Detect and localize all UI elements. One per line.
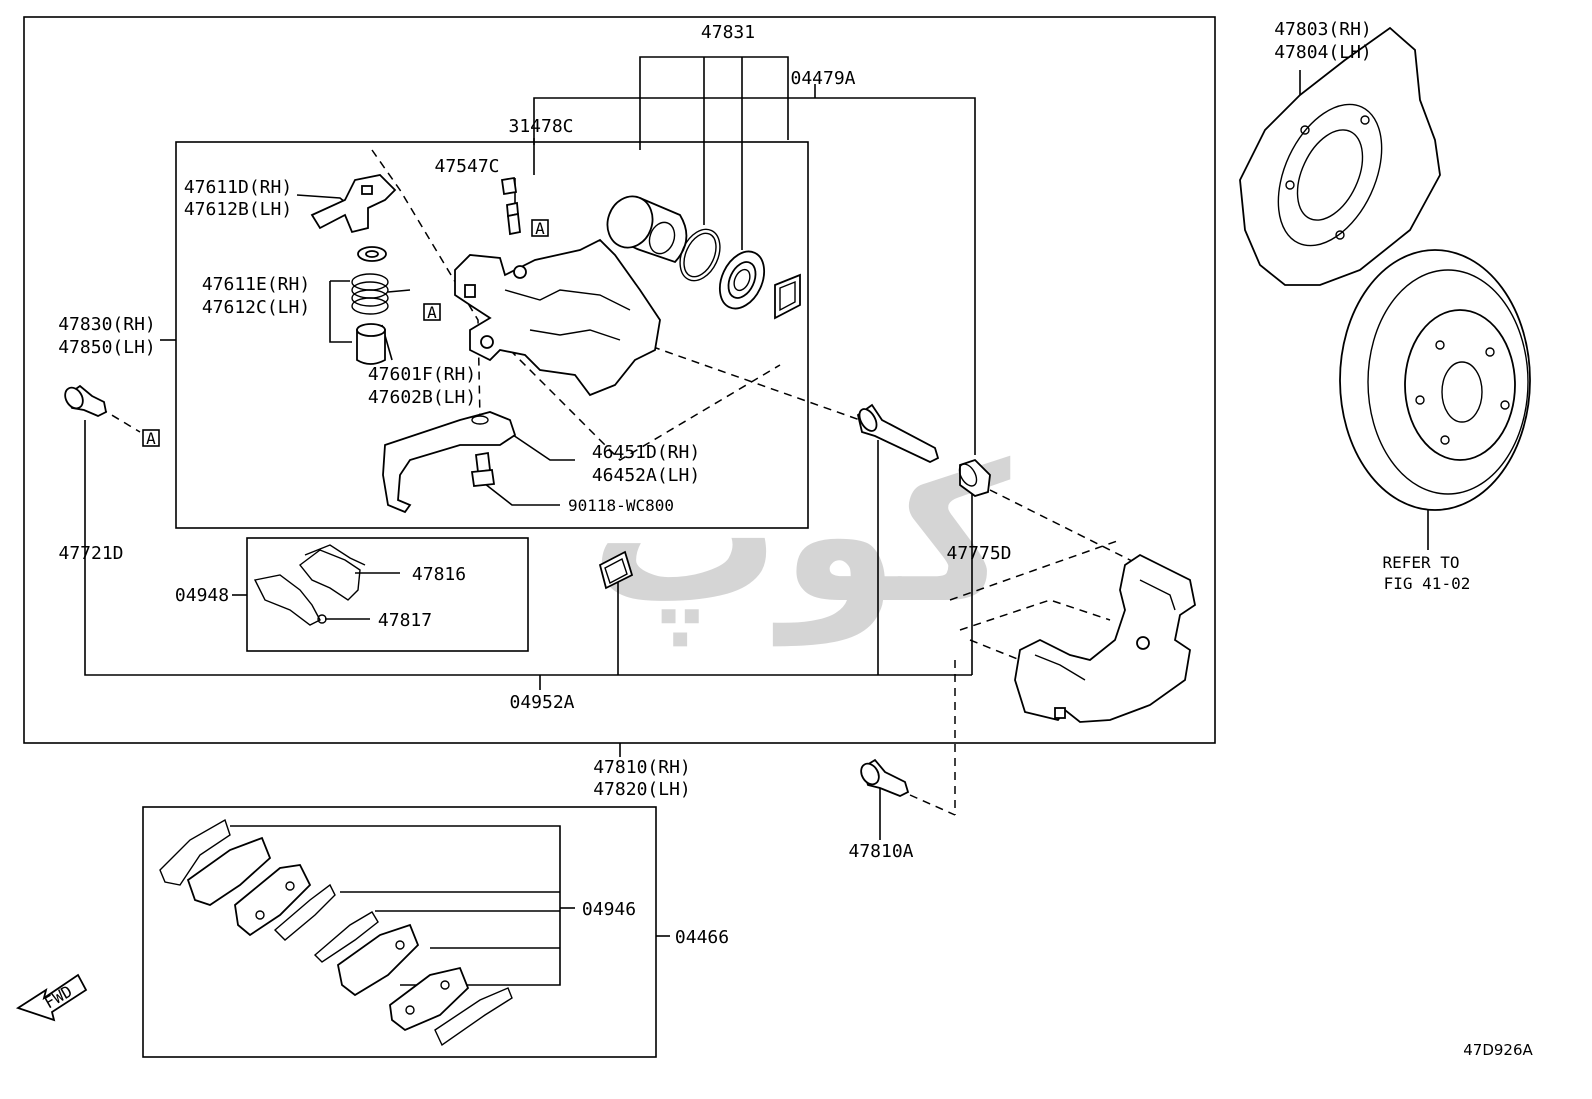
label-47803: 47803(RH) [1274, 19, 1372, 40]
label-47721d: 47721D [58, 543, 123, 564]
piston-seal-part [679, 228, 721, 282]
label-47810a: 47810A [848, 841, 913, 862]
shim-part [598, 550, 634, 590]
pad-clip-bracket-part [382, 411, 517, 514]
brake-pad-1-part [186, 836, 272, 906]
ref-marker-a-2: A [423, 303, 441, 322]
label-fig-41-02: FIG 41-02 [1384, 574, 1471, 593]
label-47612c: 47612C(LH) [202, 297, 310, 318]
label-47612b: 47612B(LH) [184, 199, 292, 220]
label-90118-wc800: 90118-WC800 [568, 496, 674, 515]
figure-code: 47D926A [1463, 1041, 1533, 1059]
spring-part [351, 273, 411, 315]
ref-marker-a-3: A [142, 429, 160, 448]
label-47820: 47820(LH) [593, 779, 691, 800]
dust-shield-part [1239, 26, 1441, 286]
pin-boot-part [958, 458, 991, 497]
caliper-body-part [454, 238, 661, 397]
guide-pin-part [856, 403, 940, 464]
label-04946: 04946 [582, 899, 636, 920]
label-47816: 47816 [412, 564, 466, 585]
bushing-part [356, 323, 386, 365]
pad-shim-4-part [434, 987, 513, 1047]
piston-part [606, 195, 688, 264]
pad-shim-1-part [159, 818, 231, 886]
label-47817: 47817 [378, 610, 432, 631]
brake-pad-2-part [234, 864, 312, 937]
label-04479a: 04479A [790, 68, 855, 89]
label-04952a: 04952A [509, 692, 574, 713]
bleeder-screw-part [506, 201, 521, 236]
svg-text:A: A [535, 219, 545, 238]
label-47601f: 47601F(RH) [368, 364, 476, 385]
label-46451d: 46451D(RH) [592, 442, 700, 463]
label-31478c: 31478C [508, 116, 573, 137]
label-47611d: 47611D(RH) [184, 177, 292, 198]
label-47547c: 47547C [434, 156, 499, 177]
label-46452a: 46452A(LH) [592, 465, 700, 486]
brake-pad-4-part [389, 966, 470, 1032]
clip-subframe [246, 537, 529, 652]
brake-disc-part [1339, 249, 1531, 511]
caliper-bolt-part [64, 384, 108, 417]
anti-rattle-clip-lower-part [253, 574, 327, 626]
label-04466: 04466 [675, 927, 729, 948]
label-47830: 47830(RH) [58, 314, 156, 335]
pad-shim-3-part [313, 911, 379, 963]
label-47775d: 47775D [946, 543, 1011, 564]
pad-frame [142, 806, 657, 1058]
svg-text:A: A [146, 429, 156, 448]
bracket-bolt-part [860, 758, 910, 797]
label-47602b: 47602B(LH) [368, 387, 476, 408]
dust-boot-part [718, 250, 766, 310]
caliper-bracket-part [1014, 553, 1197, 723]
svg-text:A: A [427, 303, 437, 322]
clip-plate-part [310, 174, 397, 234]
label-refer-to: REFER TO [1382, 553, 1459, 572]
label-47810: 47810(RH) [593, 757, 691, 778]
label-47611e: 47611E(RH) [202, 274, 310, 295]
anti-rattle-clip-upper-part [299, 544, 366, 601]
label-04948: 04948 [175, 585, 229, 606]
label-47831: 47831 [701, 22, 755, 43]
pad-shim-2-part [273, 883, 336, 941]
bleeder-cap-part [500, 176, 518, 196]
leader-lines [84, 56, 1429, 986]
brake-pad-3-part [337, 923, 420, 997]
ref-marker-a-1: A [531, 219, 549, 238]
part-labels: 47831 04479A 31478C 47547C 47611D(RH) 47… [58, 19, 1533, 1059]
clip-bolt-part [470, 451, 496, 487]
watermark: کوپ [590, 424, 1011, 647]
label-47850: 47850(LH) [58, 337, 156, 358]
caliper-subframe [175, 141, 809, 529]
label-47804: 47804(LH) [1274, 42, 1372, 63]
washer-part [357, 246, 387, 262]
fwd-direction-arrow: FWD [15, 973, 88, 1022]
grease-pack-part [774, 273, 801, 320]
